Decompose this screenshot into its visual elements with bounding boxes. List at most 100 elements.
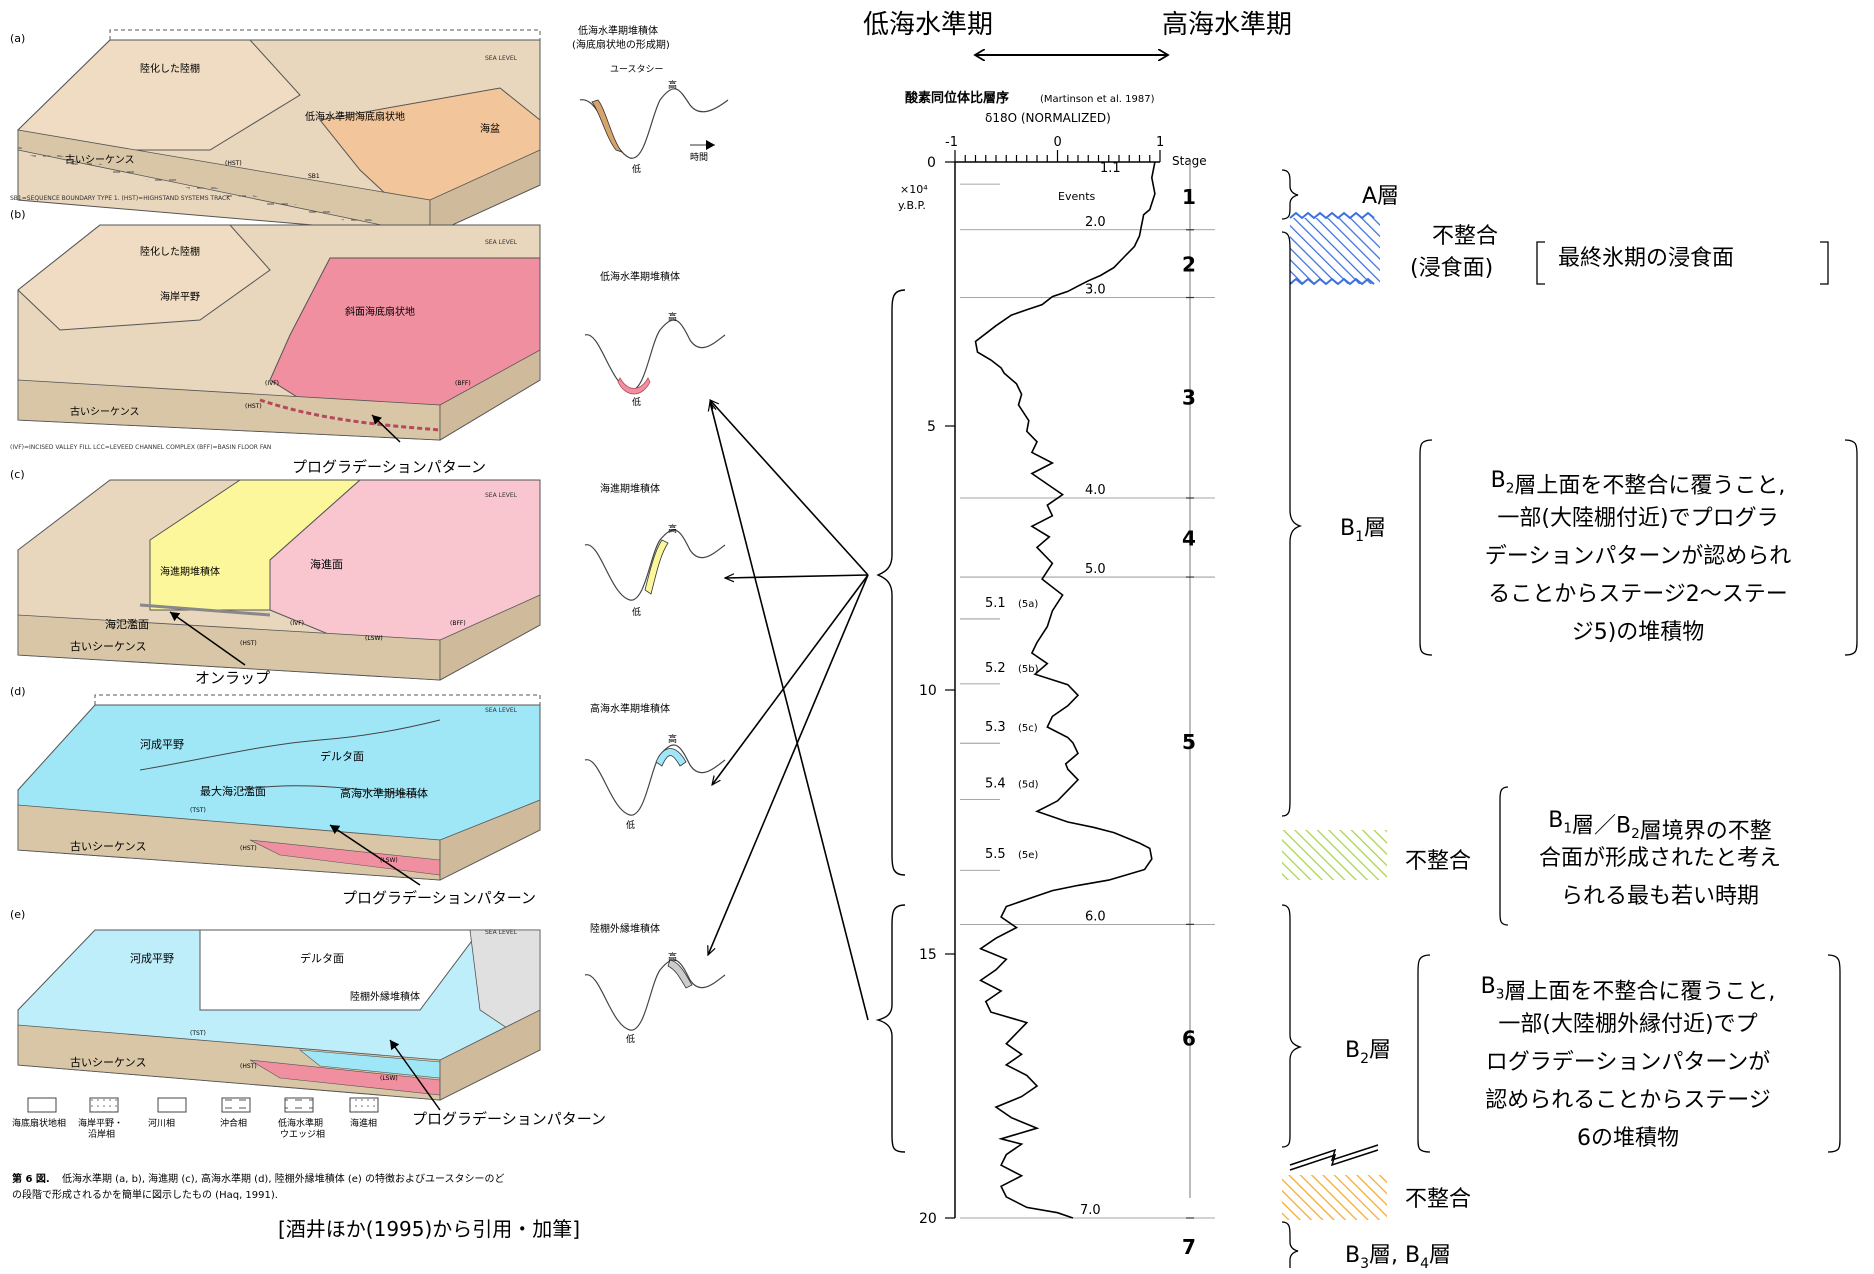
panel-a-label-3: 古いシーケンス [65,153,135,166]
description-line: 6の堆積物 [1577,1126,1679,1151]
panel-c-annotation-arrow [169,611,246,666]
panel-b-sealevel: SEA LEVEL [485,239,518,246]
isotope-title-ref: (Martinson et al. 1987) [1040,94,1155,105]
panel-a-strata [17,147,431,238]
isotope-unit-1: ×10⁴ [900,183,928,196]
brace-b1 [1281,231,1303,817]
description-line: 一部(大陸棚付近)でプログラ [1497,506,1778,531]
panel-b-label-2: 斜面海底扇状地 [345,305,415,318]
panel-c-side [439,594,541,681]
panel-d-delta-front [239,785,421,796]
panel-e-label-6: (LSW) [380,1075,398,1082]
panel-c-label-7: (HST) [240,640,257,647]
isotope-unit-2: y.B.P. [898,199,926,212]
panel-b-footnote: (IVF)=INCISED VALLEY FILL LCC=LEVEED CHA… [10,444,271,451]
event-label: 4.0 [1085,483,1106,498]
isotope-events-label: Events [1058,190,1096,203]
description-line: られる最も若い時期 [1561,884,1759,909]
x-tick-label: -1 [945,135,958,150]
unconformity-blue-swatch [1290,218,1380,284]
panel-d-eustasy: 高海水準期堆積体 高 低 [584,702,726,831]
event-label: 5.1 [985,596,1006,611]
legend-swatch-4 [284,1097,314,1113]
panel-b-title: 低海水準期堆積体 [600,270,680,283]
b2-layer-label: B2層 [1345,1038,1391,1067]
panel-a-eustasy-label: ユースタシー [610,64,664,75]
description-line: デーションパターンが認められ [1485,544,1791,569]
erosion-paren: (浸食面) [1410,256,1493,281]
isotope-event-lines: 1.12.03.04.05.05.15.25.35.45.56.07.0(5a)… [960,161,1215,1219]
panel-e-eustasy: 陸棚外縁堆積体 高 低 [584,922,726,1045]
caption-line-2: の段階で形成されるかを簡単に図示したもの (Haq, 1991). [12,1188,278,1201]
panel-a-subtitle: (海底扇状地の形成期) [572,38,670,51]
bracket-last-glacial-right [1820,241,1829,285]
y-tick-label: 15 [919,947,937,963]
panel-e-label-3: 古いシーケンス [70,1056,146,1069]
event-label: 3.0 [1085,283,1106,298]
panel-b-low: 低 [632,396,641,408]
panel-b: (b) SEA LEVEL 陸化した陸棚 海岸平野 斜面海底扇状地 古いシーケン… [10,208,541,476]
wavy-bottom [1289,277,1375,286]
panel-e-label-5: (HST) [240,1063,257,1070]
panel-a: (a) SEA LEVEL 陸化した陸棚 低海水準期海底扇状地 海盆 古いシーケ… [10,29,541,238]
unconformity-orange-swatch [1282,1175,1387,1220]
bracket-last-glacial-left [1536,241,1545,285]
panel-e-label-0: 河成平野 [130,952,174,965]
panel-b-high: 高 [668,311,677,323]
panel-d-label-3: 高海水準期堆積体 [340,786,428,800]
panel-a-footnote: SB1=SEQUENCE BOUNDARY TYPE 1. (HST)=HIGH… [10,195,231,202]
unconformity-label-1: 不整合 [1432,224,1498,249]
caption-fig-number: 第 6 図. [12,1172,50,1185]
panel-b-red-strata [259,398,441,432]
panel-b-annotation: プログラデーションパターン [292,458,486,476]
panel-c-eustasy: 海進期堆積体 高 低 [584,482,726,618]
panel-d-sealevel: SEA LEVEL [485,707,518,714]
panel-a-low: 低 [632,163,641,175]
stage-label: 3 [1182,385,1196,409]
panel-e-side [439,1009,541,1101]
panel-d-high: 高 [668,733,677,745]
panel-e-label-1: デルタ面 [300,951,344,965]
unconformity-green-swatch [1282,830,1387,880]
panel-e-title: 陸棚外縁堆積体 [590,922,660,935]
high-sea-label: 高海水準期 [1162,10,1292,40]
last-glacial-label: 最終氷期の浸食面 [1558,246,1734,271]
panel-d-annotation: プログラデーションパターン [342,889,536,907]
panel-a-label-5: SB1 [308,173,320,180]
panel-c-sine-highlight [644,539,669,595]
a-layer-label: A層 [1362,184,1399,209]
b12-bracket-left [1499,786,1509,926]
panel-a-sealevel: SEA LEVEL [485,55,518,62]
legend-label-5: 海進相 [350,1117,377,1129]
description-line: B1層／B2層境界の不整 [1548,808,1772,844]
event-label: 5.2 [985,661,1006,676]
panel-a-label-4: (HST) [225,160,242,167]
legend-label-1: 海岸平野・沿岸相 [78,1117,123,1140]
break-symbol-2 [1289,1149,1379,1171]
panel-e-low: 低 [626,1033,635,1045]
b2-description: B3層上面を不整合に覆うこと,一部(大陸棚外縁付近)でプログラデーションパターン… [1481,974,1776,1151]
panel-e-high: 高 [668,951,677,963]
legend-swatch-5 [349,1097,379,1113]
panel-b-annotation-arrow [371,414,401,443]
panel-b-sine [584,319,726,391]
strata-panel: A層 不整合 (浸食面) 最終氷期の浸食面 B1層 B2層上面を不整合に覆うこと… [1281,169,1858,1272]
event-code: (5d) [1018,780,1039,791]
description-line: ジ5)の堆積物 [1572,620,1705,645]
panel-c-label-2: 海氾濫面 [105,617,149,631]
legend-label-4: 低海水準期ウエッジ相 [278,1117,325,1140]
stage-label: 7 [1182,1235,1196,1259]
panel-b-sine-highlight [617,377,651,395]
facies-legend: 海底扇状地相 海岸平野・沿岸相 河川相 沖合相 低海水準期ウエッジ相 海進相 [12,1097,379,1140]
panel-d: (d) SEA LEVEL 河成平野 デルタ面 最大海氾濫面 高海水準期堆積体 … [10,685,541,907]
panel-b-label-1: 海岸平野 [160,290,200,303]
panel-c-low: 低 [632,606,641,618]
x-tick-label: 0 [1054,135,1062,150]
panel-d-label-0: 河成平野 [140,738,184,751]
isotope-title: 酸素同位体比層序 [905,90,1009,106]
arrow-stage5-to-e [708,574,869,955]
panel-e-annotation: プログラデーションパターン [412,1110,606,1128]
panel-b-eustasy: 低海水準期堆積体 高 低 [584,270,726,408]
